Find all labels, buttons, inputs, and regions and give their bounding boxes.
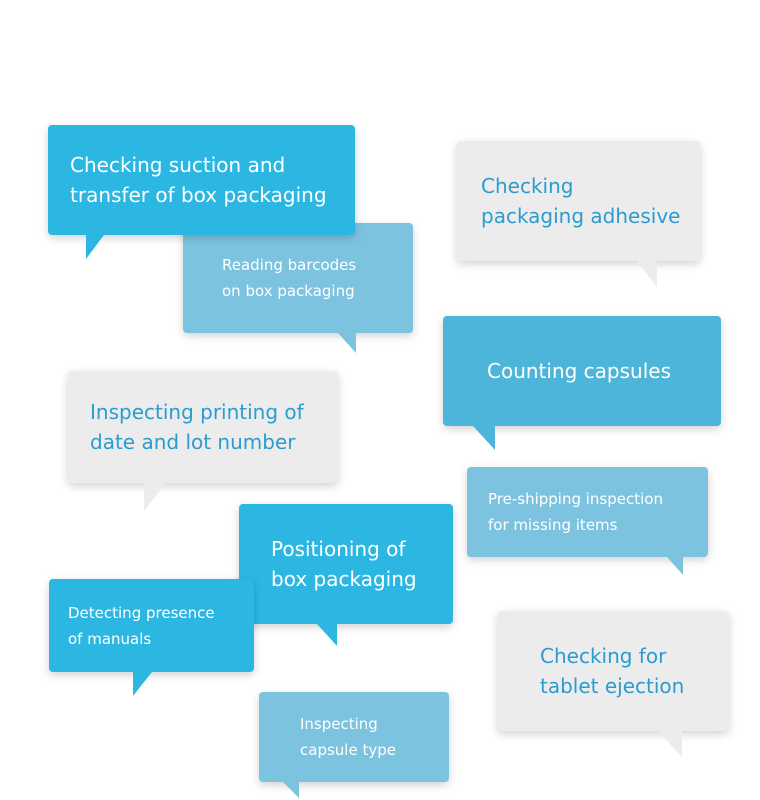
bubble-tail bbox=[283, 782, 299, 798]
bubble-text-line: box packaging bbox=[271, 567, 417, 591]
bubble-text-line: Detecting presence bbox=[68, 603, 215, 622]
bubble-text-line: Checking bbox=[481, 174, 574, 198]
bubble-text-line: tablet ejection bbox=[540, 674, 685, 698]
bubble-text-line: Checking for bbox=[540, 644, 667, 668]
bubble-checking-suction: Checking suction and transfer of box pac… bbox=[48, 125, 355, 259]
bubble-tail bbox=[338, 333, 356, 353]
bubble-text-line: transfer of box packaging bbox=[70, 183, 327, 207]
bubble-text-line: Counting capsules bbox=[487, 359, 672, 383]
bubble-detecting-manuals: Detecting presence of manuals bbox=[49, 579, 254, 696]
bubble-capsule-type: Inspecting capsule type bbox=[259, 692, 449, 798]
bubble-checking-adhesive: Checking packaging adhesive bbox=[457, 141, 700, 287]
bubble-text-line: Inspecting printing of bbox=[90, 400, 304, 424]
bubble-tail bbox=[133, 672, 152, 696]
bubble-text-line: on box packaging bbox=[222, 282, 355, 300]
bubble-text-line: of manuals bbox=[68, 629, 152, 648]
bubble-text-line: Pre-shipping inspection bbox=[488, 490, 663, 508]
bubble-text-line: date and lot number bbox=[90, 430, 296, 454]
bubble-text-line: for missing items bbox=[488, 516, 618, 534]
bubble-text-line: Checking suction and bbox=[70, 153, 286, 177]
bubble-tablet-ejection: Checking for tablet ejection bbox=[498, 611, 729, 757]
bubble-tail bbox=[86, 235, 104, 259]
bubble-positioning: Positioning of box packaging bbox=[239, 504, 453, 646]
bubble-text-line: Inspecting bbox=[300, 715, 378, 733]
bubble-text-line: capsule type bbox=[300, 741, 396, 759]
bubble-tail bbox=[144, 483, 166, 511]
bubble-tail bbox=[658, 731, 682, 757]
bubble-inspecting-printing: Inspecting printing of date and lot numb… bbox=[68, 371, 338, 511]
bubble-tail bbox=[667, 557, 683, 575]
bubble-text-line: Positioning of bbox=[271, 537, 406, 561]
bubble-text-line: packaging adhesive bbox=[481, 204, 681, 228]
bubble-tail bbox=[473, 426, 495, 450]
bubble-tail bbox=[637, 261, 657, 287]
bubble-text-line: Reading barcodes bbox=[222, 256, 357, 274]
bubble-pre-shipping: Pre-shipping inspection for missing item… bbox=[467, 467, 708, 575]
bubble-reading-barcodes: Reading barcodes on box packaging bbox=[183, 223, 413, 353]
bubble-counting-capsules: Counting capsules bbox=[443, 316, 721, 450]
bubble-tail bbox=[317, 624, 337, 646]
